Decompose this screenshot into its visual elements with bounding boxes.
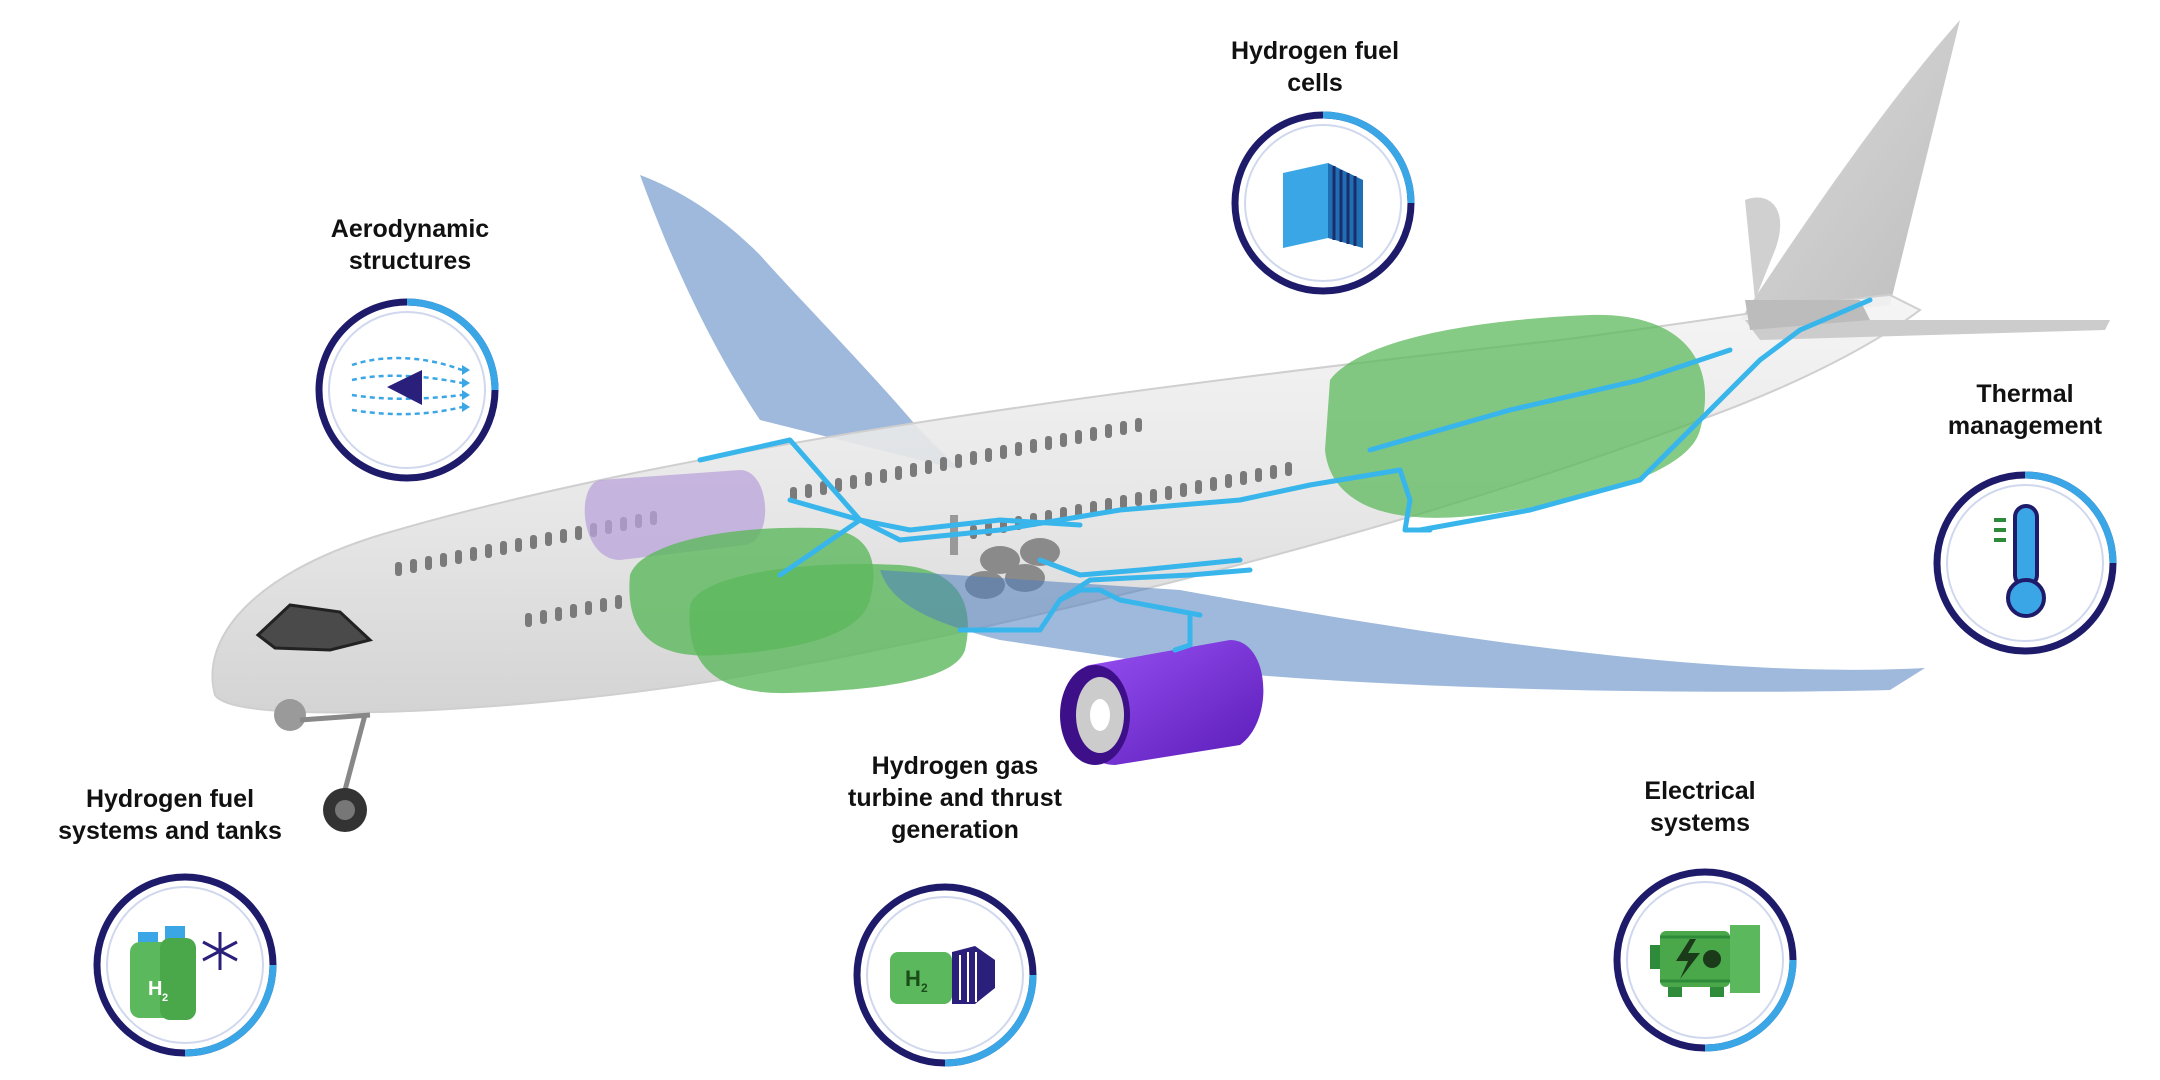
h2-symbol: H <box>905 966 921 991</box>
badge-hydrogen-fuel-systems: H 2 <box>90 870 280 1060</box>
label-line: Aerodynamic <box>330 215 490 243</box>
badge-electrical-systems <box>1610 865 1800 1055</box>
label-line: Electrical <box>1644 777 1756 805</box>
horizontal-stabilizer <box>1745 320 2110 340</box>
label-thermal-management: Thermal management <box>1895 378 2155 442</box>
label-line: turbine and thrust <box>848 784 1062 812</box>
electric-motor-icon <box>1613 868 1797 1052</box>
label-hydrogen-gas-turbine: Hydrogen gas turbine and thrust generati… <box>815 750 1095 846</box>
label-hydrogen-fuel-cells: Hydrogen fuel cells <box>1175 35 1455 99</box>
label-hydrogen-fuel-systems-and-tanks: Hydrogen fuel systems and tanks <box>30 783 310 847</box>
nose-landing-gear <box>274 699 371 832</box>
thermometer-icon <box>1933 471 2117 655</box>
label-line: systems and tanks <box>58 817 282 845</box>
airflow-wing-icon <box>315 298 499 482</box>
hydrogen-turbine-icon: H 2 <box>853 883 1037 1067</box>
vertical-tail <box>1740 20 1960 320</box>
hydrogen-tank-snowflake-icon: H 2 <box>93 873 277 1057</box>
badge-hydrogen-fuel-cells <box>1228 108 1418 298</box>
label-aerodynamic-structures: Aerodynamic structures <box>270 213 550 277</box>
label-line: structures <box>348 247 472 275</box>
badge-hydrogen-gas-turbine: H 2 <box>850 880 1040 1070</box>
label-line: Hydrogen fuel <box>1230 37 1400 65</box>
badge-thermal-management <box>1930 468 2120 658</box>
h2-symbol: H <box>148 978 162 1000</box>
label-line: Hydrogen gas <box>871 752 1039 780</box>
cockpit-window <box>255 603 374 652</box>
h2-subscript: 2 <box>162 992 168 1004</box>
h2-subscript: 2 <box>921 981 928 995</box>
label-line: systems <box>1649 809 1751 837</box>
cabin-windows-upper <box>395 418 1142 576</box>
far-wing <box>640 175 960 470</box>
label-line: Thermal <box>1976 380 2074 408</box>
fuel-cell-stack-icon <box>1231 111 1415 295</box>
label-line: cells <box>1287 69 1343 97</box>
label-line: Hydrogen fuel <box>85 785 255 813</box>
label-electrical-systems: Electrical systems <box>1570 775 1830 839</box>
badge-aerodynamic-structures <box>312 295 502 485</box>
label-line: management <box>1947 412 2103 440</box>
thermal-piping-network <box>697 297 1873 653</box>
label-line: generation <box>891 816 1019 844</box>
near-wing <box>880 570 1925 692</box>
rear-hydrogen-tank <box>1325 314 1706 518</box>
